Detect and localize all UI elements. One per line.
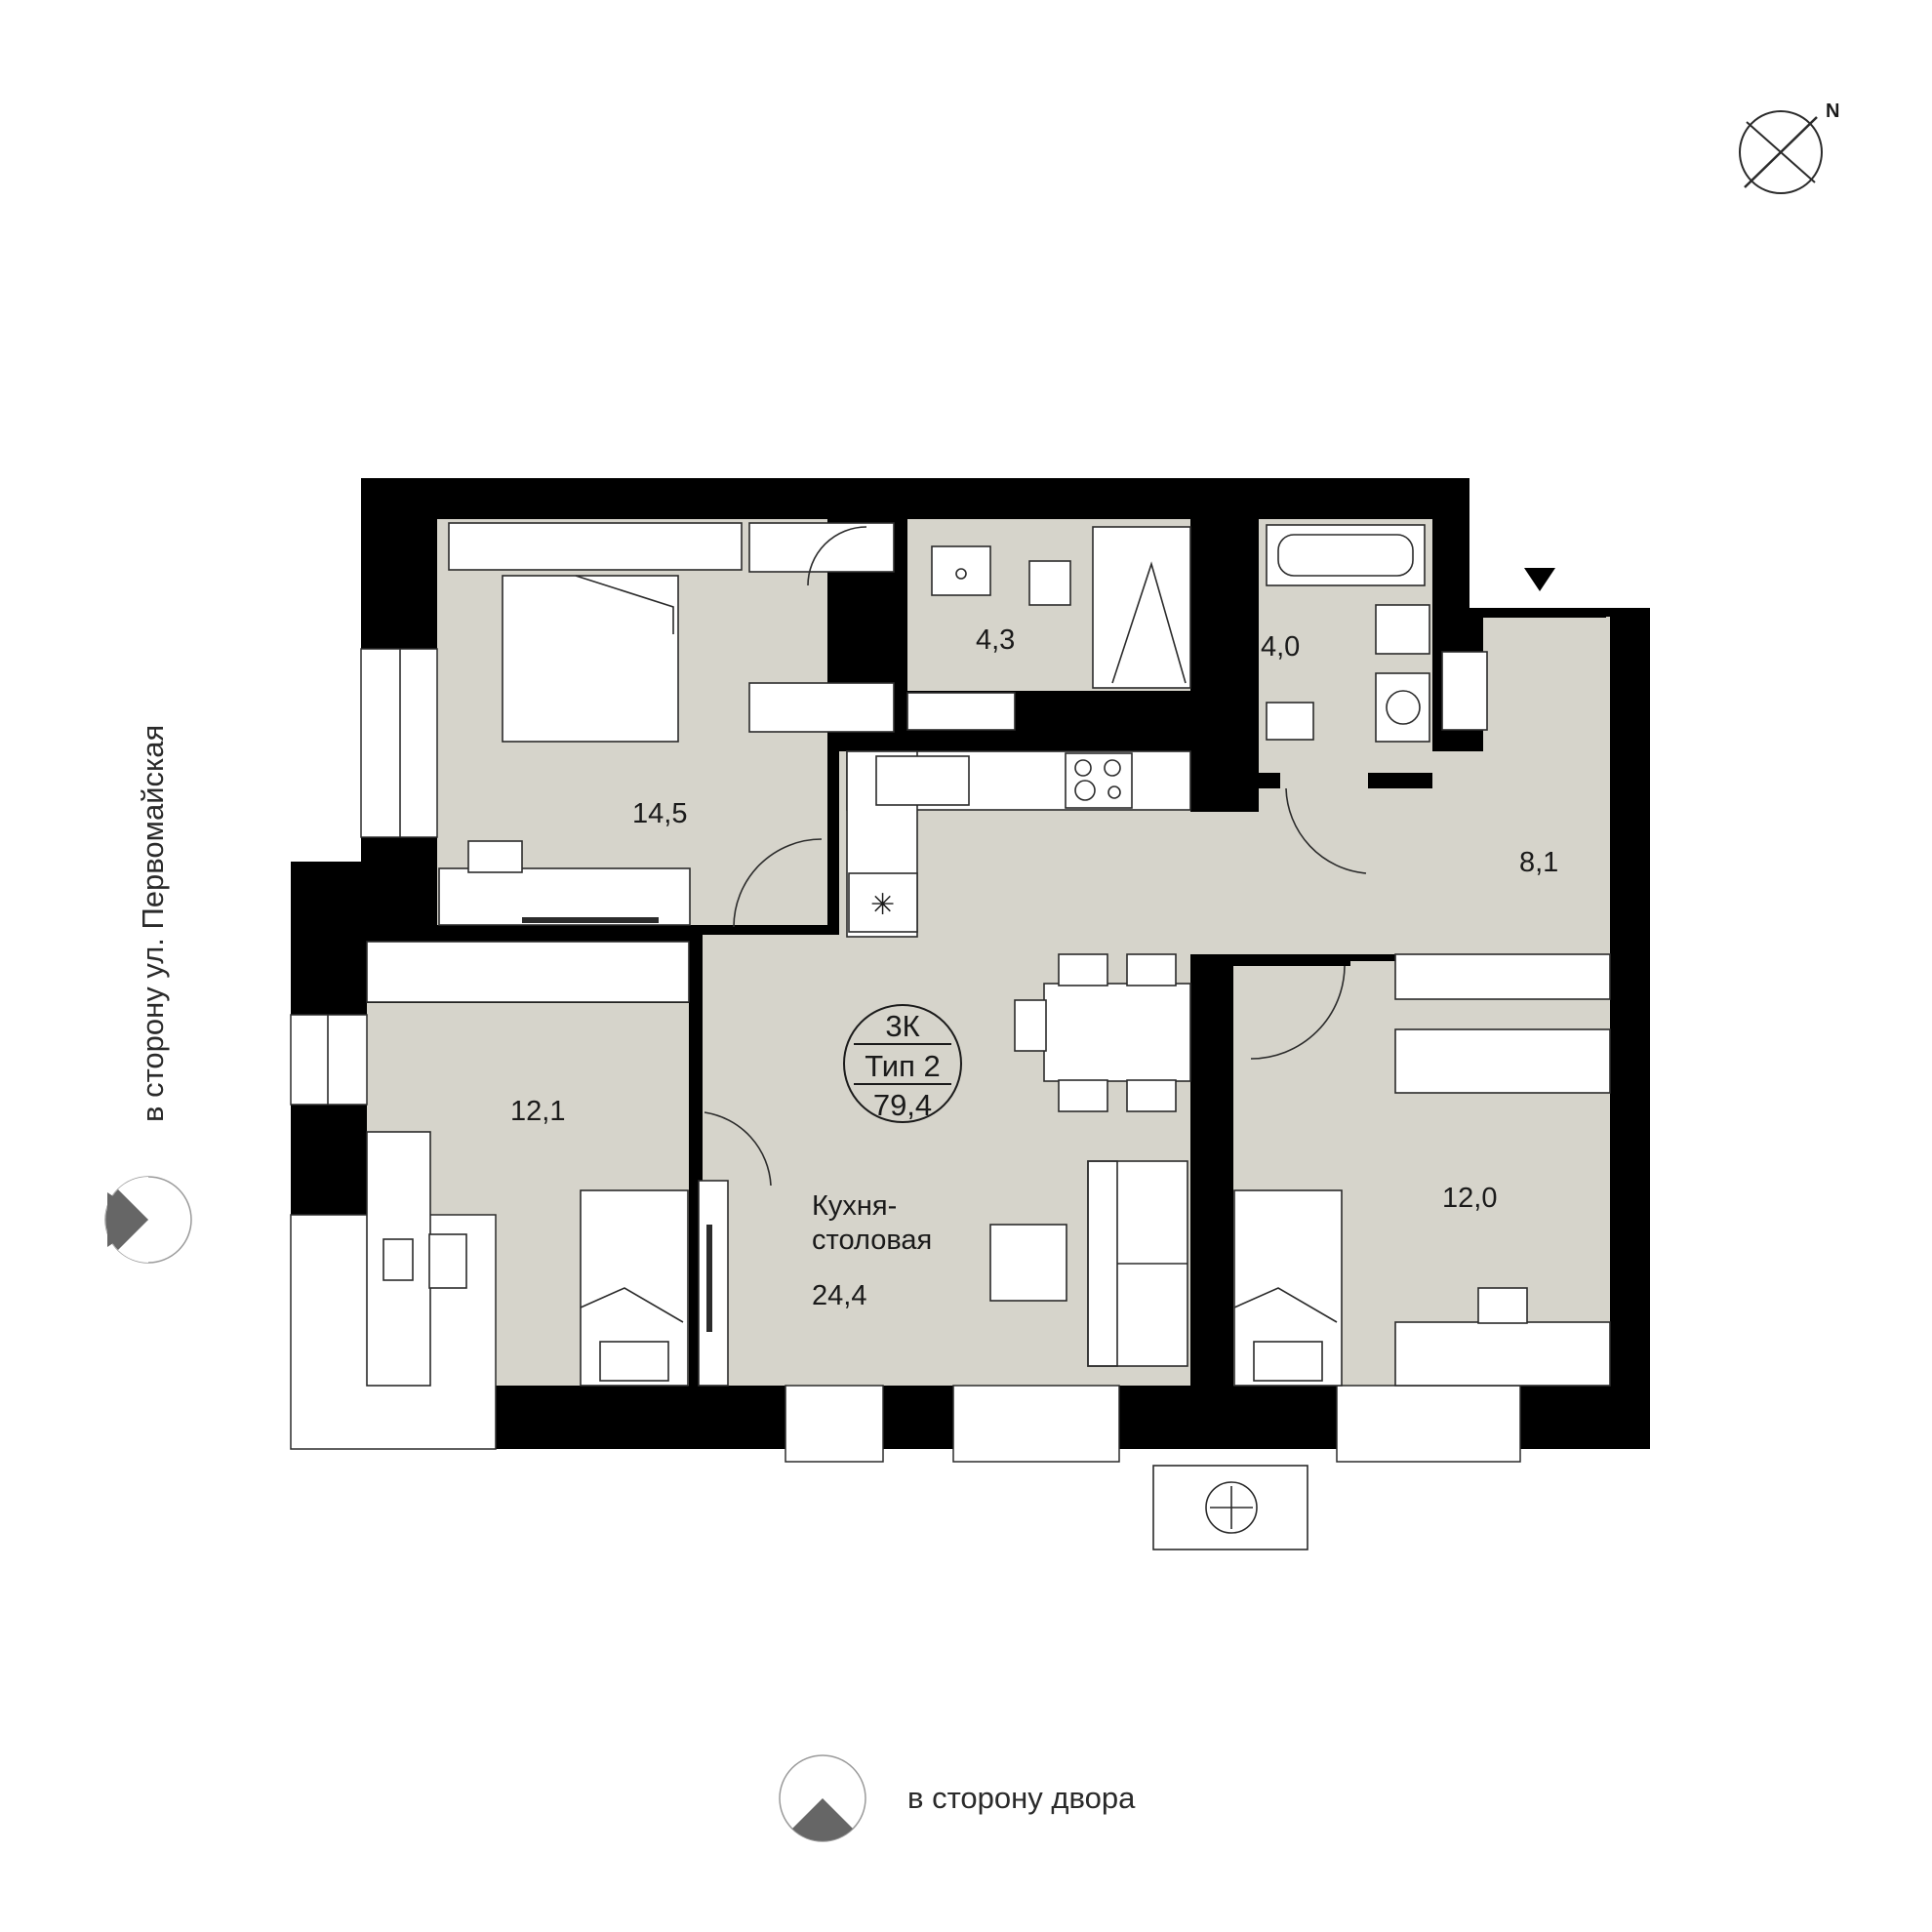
washer-drum [1386, 690, 1421, 725]
desk-bedroom-top [438, 867, 691, 926]
chair [1058, 1079, 1108, 1112]
kitchen-name-line1: Кухня- [812, 1190, 897, 1222]
snowflake-icon: ✳ [870, 889, 895, 921]
window-kitchen-2 [952, 1385, 1120, 1463]
compass-ring-icon [1739, 110, 1823, 194]
window-kitchen-1 [785, 1385, 884, 1463]
yard-side-indicator: в сторону двора [779, 1754, 1136, 1842]
window-bedroom-left [290, 1014, 368, 1106]
headboard [448, 522, 743, 571]
kitchen-name-line2: столовая [812, 1225, 932, 1256]
partition-bedroom-right-top [1233, 954, 1350, 966]
wardrobe-bedroom-right-1 [1394, 953, 1611, 1000]
pillow [599, 1341, 669, 1382]
desk-bedroom-right [1394, 1321, 1611, 1387]
entrance-marker-icon [1524, 568, 1555, 591]
toilet-bath-2 [1266, 702, 1314, 741]
bed-blanket-fold [580, 1287, 684, 1323]
door-arc [733, 838, 823, 928]
chair [1126, 1079, 1177, 1112]
tv-bedroom-top [522, 917, 659, 923]
area-kitchen: 24,4 [812, 1280, 866, 1311]
tv-stand-kitchen [698, 1180, 729, 1387]
room-labels: 14,5 4,3 4,0 8,1 12,1 Кухня- столовая 24… [510, 624, 1558, 1311]
wardrobe-bedroom-right-2 [1394, 1028, 1611, 1094]
kitchen-sink [875, 755, 970, 806]
chair [1058, 953, 1108, 986]
chair-bedroom-right [1477, 1287, 1528, 1324]
area-bedroom-right: 12,0 [1442, 1183, 1497, 1214]
entrance-notch [1469, 478, 1665, 608]
door-arc [1285, 787, 1367, 874]
shower-cabin [1092, 526, 1191, 689]
bed-blanket-fold [575, 575, 674, 634]
burner [1104, 759, 1121, 777]
area-bathroom-2: 4,0 [1261, 631, 1300, 663]
yard-side-sector-icon [792, 1798, 853, 1841]
door-arc [704, 1111, 772, 1187]
toilet-bath-1 [1028, 560, 1071, 606]
bed-blanket-fold [1233, 1287, 1338, 1323]
chair [1014, 999, 1047, 1052]
area-hallway: 8,1 [1519, 847, 1558, 878]
fan-icon [1205, 1481, 1258, 1534]
badge-subtype: Тип 2 [865, 1049, 941, 1083]
street-side-indicator: в сторону ул. Первомайская [104, 725, 192, 1264]
window-bedroom-top [360, 648, 438, 838]
chair-bedroom-top [467, 840, 523, 873]
pillow [1253, 1341, 1323, 1382]
sink-bath-2 [1375, 604, 1430, 655]
washer-shelf [906, 692, 1016, 731]
compass-needle-icon [1744, 116, 1818, 188]
yard-side-label: в сторону двора [907, 1781, 1136, 1815]
burner [1074, 780, 1096, 801]
cooktop [1065, 752, 1133, 809]
sink-drain [955, 568, 967, 580]
tv-kitchen [706, 1225, 712, 1332]
bathtub-inner [1277, 534, 1414, 577]
wardrobe-bedroom-left [366, 941, 690, 1003]
furniture: ✳ [366, 522, 1611, 1550]
compass: N [1739, 101, 1839, 194]
window-bedroom-right [1336, 1385, 1521, 1463]
badge-type: 3К [885, 1009, 919, 1043]
chair-bedroom-left [428, 1233, 467, 1289]
monitor-bedroom-left [382, 1238, 414, 1281]
double-bed [502, 575, 679, 743]
area-bedroom-left: 12,1 [510, 1096, 565, 1127]
fridge [848, 872, 918, 933]
area-bedroom-top: 14,5 [632, 798, 687, 829]
chair [1126, 953, 1177, 986]
washing-machine [1375, 672, 1430, 743]
shower-tray-lines [1111, 561, 1187, 684]
wardrobe-bottom [748, 682, 895, 733]
partition-kitchen-right [1190, 954, 1233, 1386]
partition-bath2-bottom-2 [1368, 773, 1432, 788]
partition-hall-top [1469, 608, 1606, 618]
coffee-table [989, 1224, 1067, 1302]
street-side-sector-icon [105, 1189, 148, 1250]
sink-bath-1 [931, 545, 991, 596]
door-arc [807, 526, 867, 586]
cabinet-hallway [1441, 651, 1488, 731]
street-side-label: в сторону ул. Первомайская [136, 725, 170, 1122]
partition-bath-divider [1190, 519, 1259, 812]
dining-table [1043, 983, 1191, 1082]
burner [1107, 785, 1121, 799]
partition-bath2-bottom [1237, 773, 1280, 788]
single-bed-left [580, 1189, 689, 1387]
compass-north-label: N [1826, 101, 1839, 122]
badge-circle [843, 1004, 962, 1123]
burner [1074, 759, 1092, 777]
door-arc [1250, 965, 1346, 1060]
apartment-badge: 3К Тип 2 79,4 [843, 1004, 962, 1123]
floor-hallway [1483, 617, 1610, 954]
area-bathroom-1: 4,3 [976, 624, 1015, 656]
badge-total-area: 79,4 [873, 1088, 932, 1122]
